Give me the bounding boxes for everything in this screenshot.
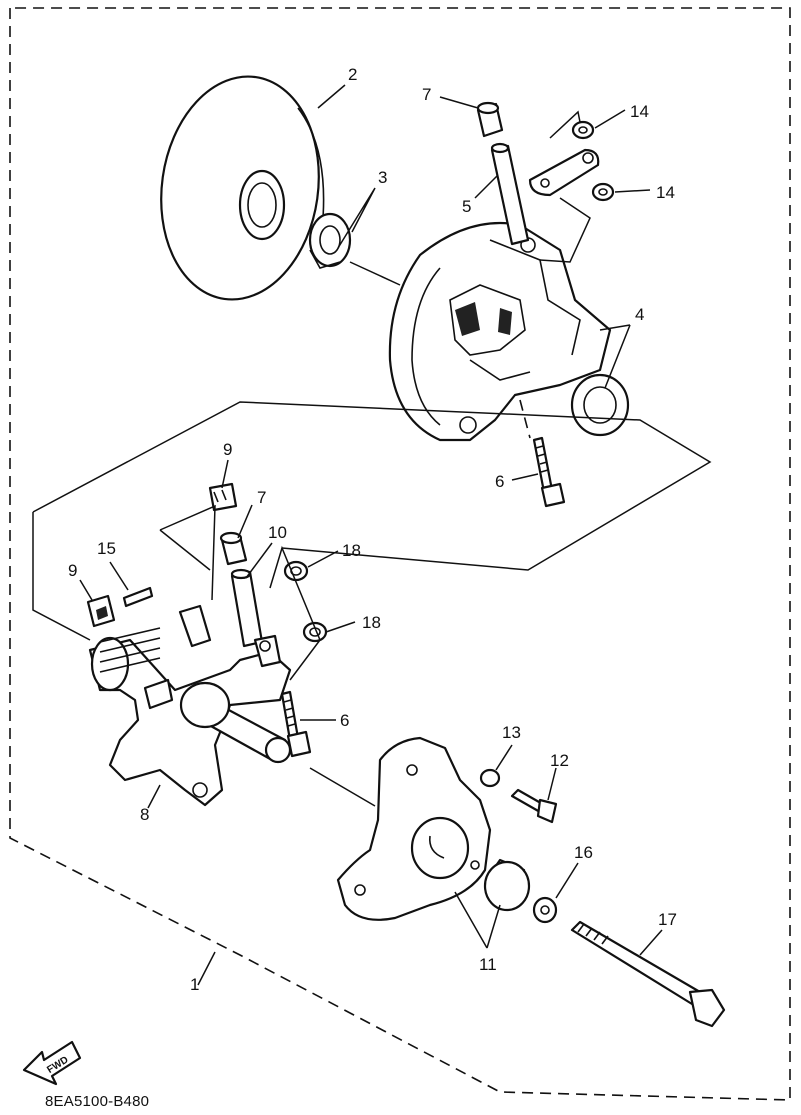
- bolt-lower: [280, 690, 312, 758]
- long-bolt: [570, 920, 726, 1028]
- cap-nut-lower: [219, 531, 248, 566]
- callout-11: 11: [479, 955, 497, 974]
- callout-9-lower: 9: [68, 561, 77, 580]
- sliding-sheave-housing: [388, 221, 612, 442]
- assembly-boundary: [9, 7, 791, 1101]
- bolt-upper: [532, 436, 566, 508]
- callout-1: 1: [190, 975, 199, 994]
- callout-10: 10: [268, 523, 287, 542]
- callout-16: 16: [574, 843, 593, 862]
- collar-bushing: [308, 212, 352, 269]
- callout-13: 13: [502, 723, 521, 742]
- callout-6-upper: 6: [495, 472, 504, 491]
- collar-pipe: [230, 568, 264, 648]
- bolt-12: [510, 788, 558, 824]
- spider-assembly: [88, 604, 292, 807]
- callout-3: 3: [378, 168, 387, 187]
- callout-4: 4: [635, 305, 644, 324]
- callout-8: 8: [140, 805, 149, 824]
- housing-bushing: [570, 373, 630, 437]
- callout-17: 17: [658, 910, 677, 929]
- callout-9-upper: 9: [223, 440, 232, 459]
- pin: [490, 142, 530, 246]
- washer-lower: [591, 182, 615, 202]
- document-code: 8EA5100-B480: [45, 1093, 150, 1110]
- callout-7-upper: 7: [422, 85, 431, 104]
- callout-14-upper: 14: [630, 102, 649, 121]
- callout-7-lower: 7: [257, 488, 266, 507]
- callout-14-lower: 14: [656, 183, 675, 202]
- cap-nut-upper: [476, 101, 504, 138]
- small-pin: [122, 586, 154, 608]
- fwd-arrow-icon: FWD: [22, 1040, 82, 1086]
- washer-16: [532, 896, 558, 924]
- washer-18-lower: [302, 621, 328, 643]
- callout-18-upper: 18: [342, 541, 361, 560]
- lever-arm: [528, 148, 600, 197]
- callout-2: 2: [348, 65, 357, 84]
- sheave-disc: [160, 75, 325, 301]
- cover-bushing: [483, 858, 531, 912]
- callout-6-lower: 6: [340, 711, 349, 730]
- callout-18-lower: 18: [362, 613, 381, 632]
- washer-13: [479, 768, 501, 788]
- cover-plate: [336, 736, 492, 921]
- washer-upper: [571, 120, 595, 140]
- slider-block-upper: [208, 482, 238, 512]
- callout-5: 5: [462, 197, 471, 216]
- callout-15: 15: [97, 539, 116, 558]
- callout-12: 12: [550, 751, 569, 770]
- slider-block-lower: [86, 594, 116, 628]
